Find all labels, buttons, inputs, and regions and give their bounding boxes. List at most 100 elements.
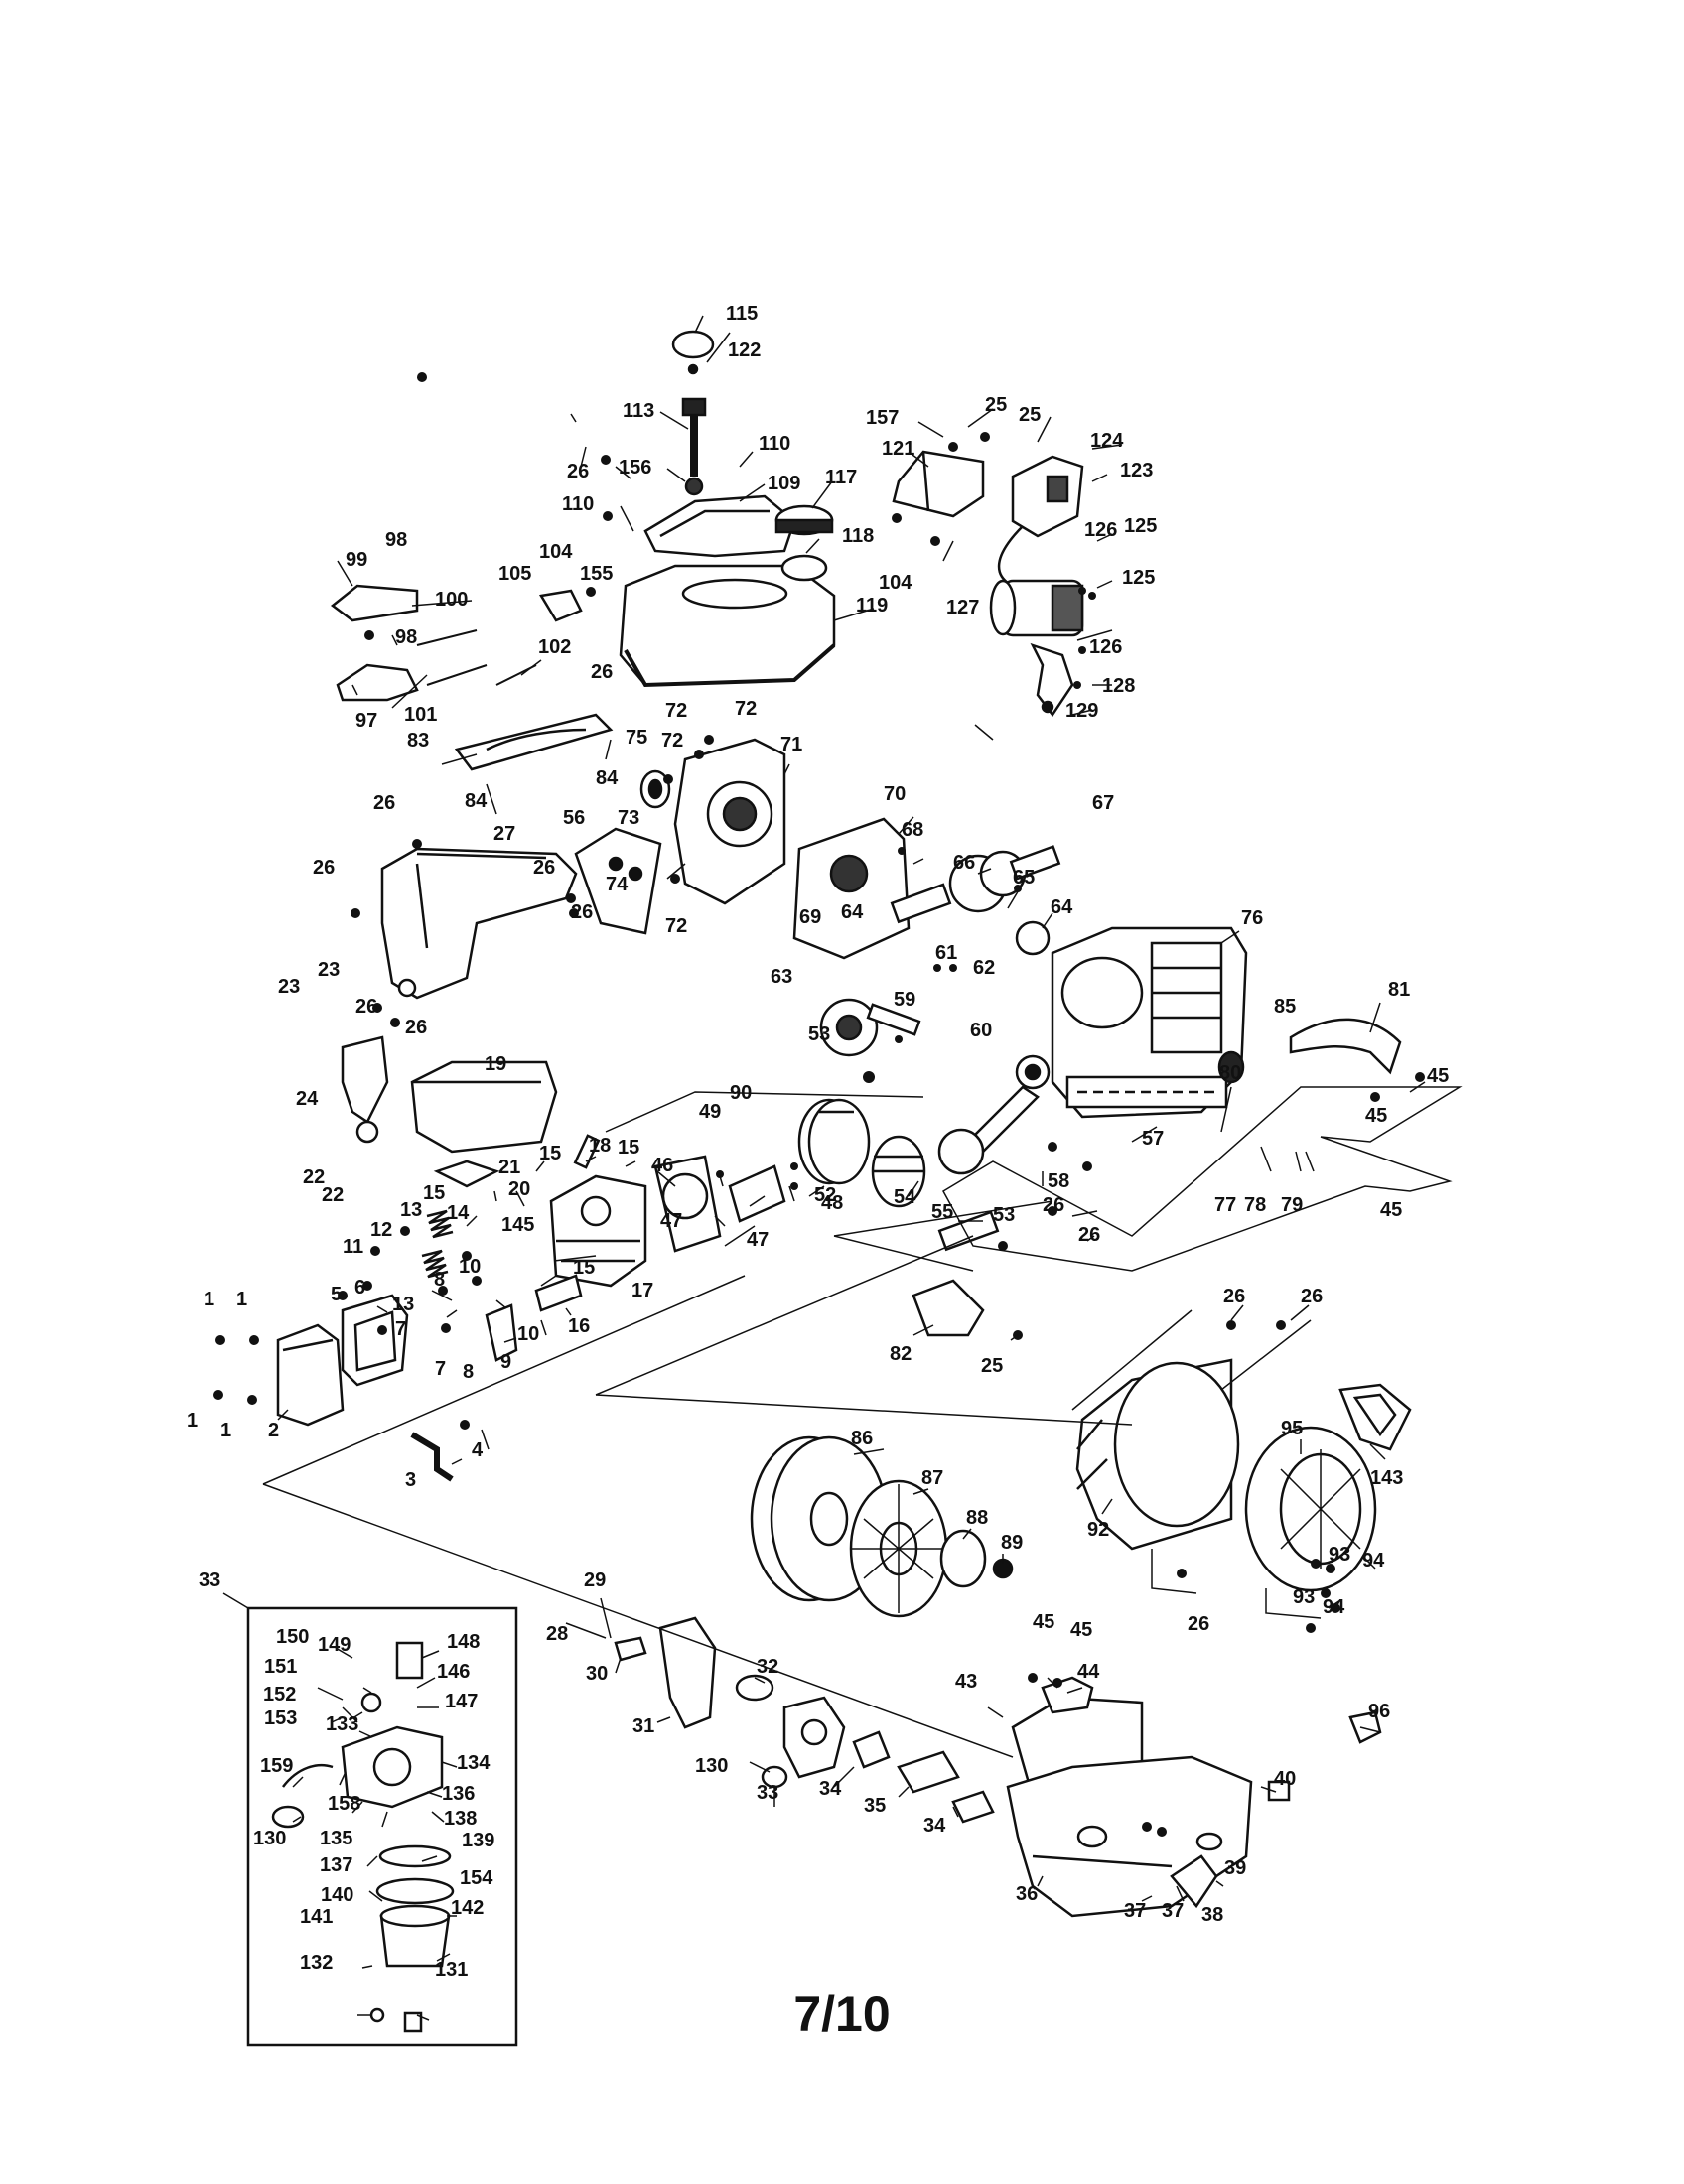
callout-label: 125: [1124, 515, 1157, 537]
callout-label: 9: [500, 1351, 511, 1373]
callout-label: 80: [1219, 1062, 1241, 1084]
cylinder-head-illustration: [549, 1174, 647, 1288]
callout-label: 15: [539, 1143, 561, 1164]
callout-label: 47: [660, 1210, 682, 1232]
callout-label: 84: [596, 767, 619, 789]
starter-cup-illustration: [939, 1529, 987, 1588]
callout-label: 19: [485, 1053, 506, 1075]
governor-group-illustration: [574, 827, 662, 935]
callout-label: 29: [584, 1570, 606, 1591]
callout-label: 100: [435, 589, 468, 611]
callout-label: 36: [1016, 1883, 1038, 1905]
callout-label: 151: [264, 1656, 297, 1678]
callout-label: 70: [884, 783, 906, 805]
callout-label: 17: [632, 1280, 653, 1301]
callout-label: 153: [264, 1707, 297, 1729]
callout-label: 125: [1122, 567, 1155, 589]
callout-label: 26: [1301, 1286, 1323, 1307]
callout-label: 35: [864, 1795, 886, 1817]
callout-label: 72: [661, 730, 683, 751]
callout-label: 53: [808, 1024, 830, 1045]
callout-label: 26: [1078, 1224, 1100, 1246]
callout-label: 81: [1388, 979, 1410, 1001]
callout-label: 143: [1370, 1467, 1403, 1489]
dipstick-illustration: [671, 330, 715, 496]
callout-label: 72: [735, 698, 757, 720]
part-39-illustration: [1195, 1832, 1223, 1851]
rocker-plate-illustration: [534, 1274, 583, 1312]
gasket-34b-illustration: [951, 1790, 995, 1824]
callout-label: 96: [1368, 1701, 1390, 1722]
callout-label: 45: [1365, 1105, 1387, 1127]
bracket-82-illustration: [912, 1279, 985, 1337]
callout-label: 124: [1090, 430, 1124, 452]
callout-label: 130: [695, 1755, 728, 1777]
breather-plate-illustration: [728, 1164, 786, 1223]
callout-label: 32: [757, 1656, 778, 1678]
callout-label: 1: [187, 1410, 198, 1432]
callout-label: 149: [318, 1634, 351, 1656]
callout-label: 136: [442, 1783, 475, 1805]
electric-starter-illustration: [989, 455, 1084, 718]
callout-label: 63: [771, 966, 792, 988]
callout-label: 109: [768, 473, 800, 494]
callout-label: 28: [546, 1623, 568, 1645]
callout-label: 69: [799, 906, 821, 928]
callout-label: 25: [981, 1355, 1003, 1377]
fuel-tank-illustration: [619, 494, 836, 688]
callout-label: 87: [921, 1467, 943, 1489]
callout-label: 138: [444, 1808, 477, 1830]
callout-label: 59: [894, 989, 915, 1011]
callout-label: 95: [1281, 1418, 1303, 1439]
callout-label: 104: [879, 572, 912, 594]
valve-spring-illustration: [421, 1209, 454, 1279]
callout-label: 33: [199, 1570, 220, 1591]
callout-label: 26: [355, 996, 377, 1018]
callout-label: 38: [1201, 1904, 1223, 1926]
callout-label: 47: [747, 1229, 769, 1251]
callout-label: 10: [459, 1256, 481, 1278]
callout-label: 156: [619, 457, 651, 478]
insulator-35-illustration: [897, 1750, 960, 1794]
callout-label: 94: [1362, 1550, 1385, 1571]
callout-label: 142: [451, 1897, 484, 1919]
callout-label: 90: [730, 1082, 752, 1104]
blower-housing-illustration: [1075, 1358, 1240, 1551]
crankcase-cover-illustration: [639, 738, 786, 905]
callout-label: 26: [591, 661, 613, 683]
callout-label: 26: [533, 857, 555, 879]
callout-label: 92: [1087, 1519, 1109, 1541]
callout-label: 135: [320, 1828, 352, 1849]
callout-label: 15: [618, 1137, 639, 1159]
callout-label: 158: [328, 1793, 360, 1815]
carb-gasket-32-illustration: [735, 1674, 774, 1702]
bearing-illustration: [1015, 920, 1051, 956]
throttle-control-illustration: [330, 584, 583, 702]
callout-label: 77: [1214, 1194, 1236, 1216]
knob-38-illustration: [1170, 1854, 1218, 1909]
callout-label: 14: [447, 1202, 470, 1224]
callout-label: 93: [1293, 1586, 1315, 1608]
callout-label: 10: [517, 1323, 539, 1345]
callout-label: 65: [1013, 867, 1035, 888]
callout-label: 45: [1070, 1619, 1092, 1641]
callout-label: 2: [268, 1420, 279, 1441]
callout-label: 25: [985, 394, 1007, 416]
crankshaft-illustration: [890, 845, 1061, 924]
callout-label: 76: [1241, 907, 1263, 929]
callout-label: 132: [300, 1952, 333, 1974]
callout-label: 148: [447, 1631, 480, 1653]
callout-label: 18: [589, 1135, 611, 1157]
muffler-illustration: [410, 1060, 558, 1188]
callout-label: 68: [902, 819, 923, 841]
callout-label: 101: [404, 704, 437, 726]
callout-label: 7: [395, 1318, 406, 1340]
engine-block-illustration: [1051, 926, 1248, 1119]
bracket-30-illustration: [614, 1636, 647, 1662]
callout-label: 141: [300, 1906, 333, 1928]
callout-label: 24: [296, 1088, 319, 1110]
callout-label: 128: [1102, 675, 1135, 697]
callout-label: 45: [1033, 1611, 1054, 1633]
callout-label: 13: [392, 1294, 414, 1315]
